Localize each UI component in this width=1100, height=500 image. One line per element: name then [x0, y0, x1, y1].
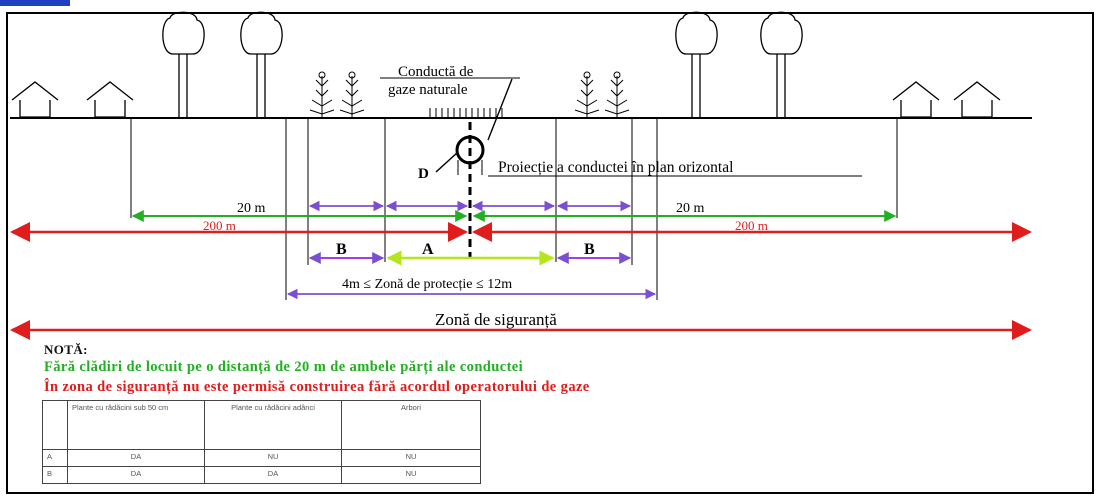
zone-b-right-label: B — [584, 241, 595, 258]
table-header-cell — [42, 400, 68, 450]
table-row: A DA NU NU — [42, 449, 481, 467]
pipe-title-line2: gaze naturale — [388, 82, 468, 98]
note-red: În zona de siguranță nu este permisă con… — [44, 379, 590, 395]
projection-label: Proiecție a conductei în plan orizontal — [498, 159, 733, 176]
label-200m-left: 200 m — [203, 218, 236, 233]
house-icon — [953, 81, 1001, 118]
note-title: NOTĂ: — [44, 342, 88, 357]
tree-icon — [162, 11, 205, 117]
note-green: Fără clădiri de locuit pe o distanță de … — [44, 359, 524, 375]
table-header-cell: Plante cu rădăcini sub 50 cm — [67, 400, 205, 450]
table-cell: NU — [341, 466, 481, 484]
zone-a-label: A — [422, 241, 434, 258]
top-left-mark — [0, 0, 70, 6]
table-cell: DA — [67, 466, 205, 484]
pipe-title-line1: Conductă de — [398, 64, 474, 80]
rules-table: Plante cu rădăcini sub 50 cm Plante cu r… — [42, 400, 481, 484]
table-header-row: Plante cu rădăcini sub 50 cm Plante cu r… — [42, 400, 481, 450]
tree-icon — [240, 11, 283, 117]
label-20m-left: 20 m — [237, 201, 266, 216]
table-cell: A — [42, 449, 68, 467]
zone-b-left-label: B — [336, 241, 347, 258]
table-header-cell: Arbori — [341, 400, 481, 450]
protection-zone-label: 4m ≤ Zonă de protecție ≤ 12m — [342, 277, 512, 292]
soil-hatch — [429, 108, 503, 118]
diagram-frame — [6, 12, 1094, 494]
safety-zone-label: Zonă de siguranță — [435, 310, 557, 329]
table-header-cell: Plante cu rădăcini adânci — [204, 400, 342, 450]
label-20m-right: 20 m — [676, 201, 705, 216]
table-cell: NU — [341, 449, 481, 467]
house-icon — [86, 81, 134, 118]
table-cell: DA — [67, 449, 205, 467]
plant-icon — [574, 71, 630, 117]
tree-icon — [760, 11, 803, 117]
table-cell: NU — [204, 449, 342, 467]
diameter-leader — [435, 151, 459, 173]
tree-icon — [675, 11, 718, 117]
house-icon — [892, 81, 940, 118]
label-200m-right: 200 m — [735, 218, 768, 233]
plant-icon — [309, 71, 365, 117]
table-cell: DA — [204, 466, 342, 484]
table-cell: B — [42, 466, 68, 484]
pipe-title-leader — [487, 78, 513, 141]
table-row: B DA DA NU — [42, 466, 481, 484]
house-icon — [11, 81, 59, 118]
diameter-label: D — [418, 166, 429, 182]
